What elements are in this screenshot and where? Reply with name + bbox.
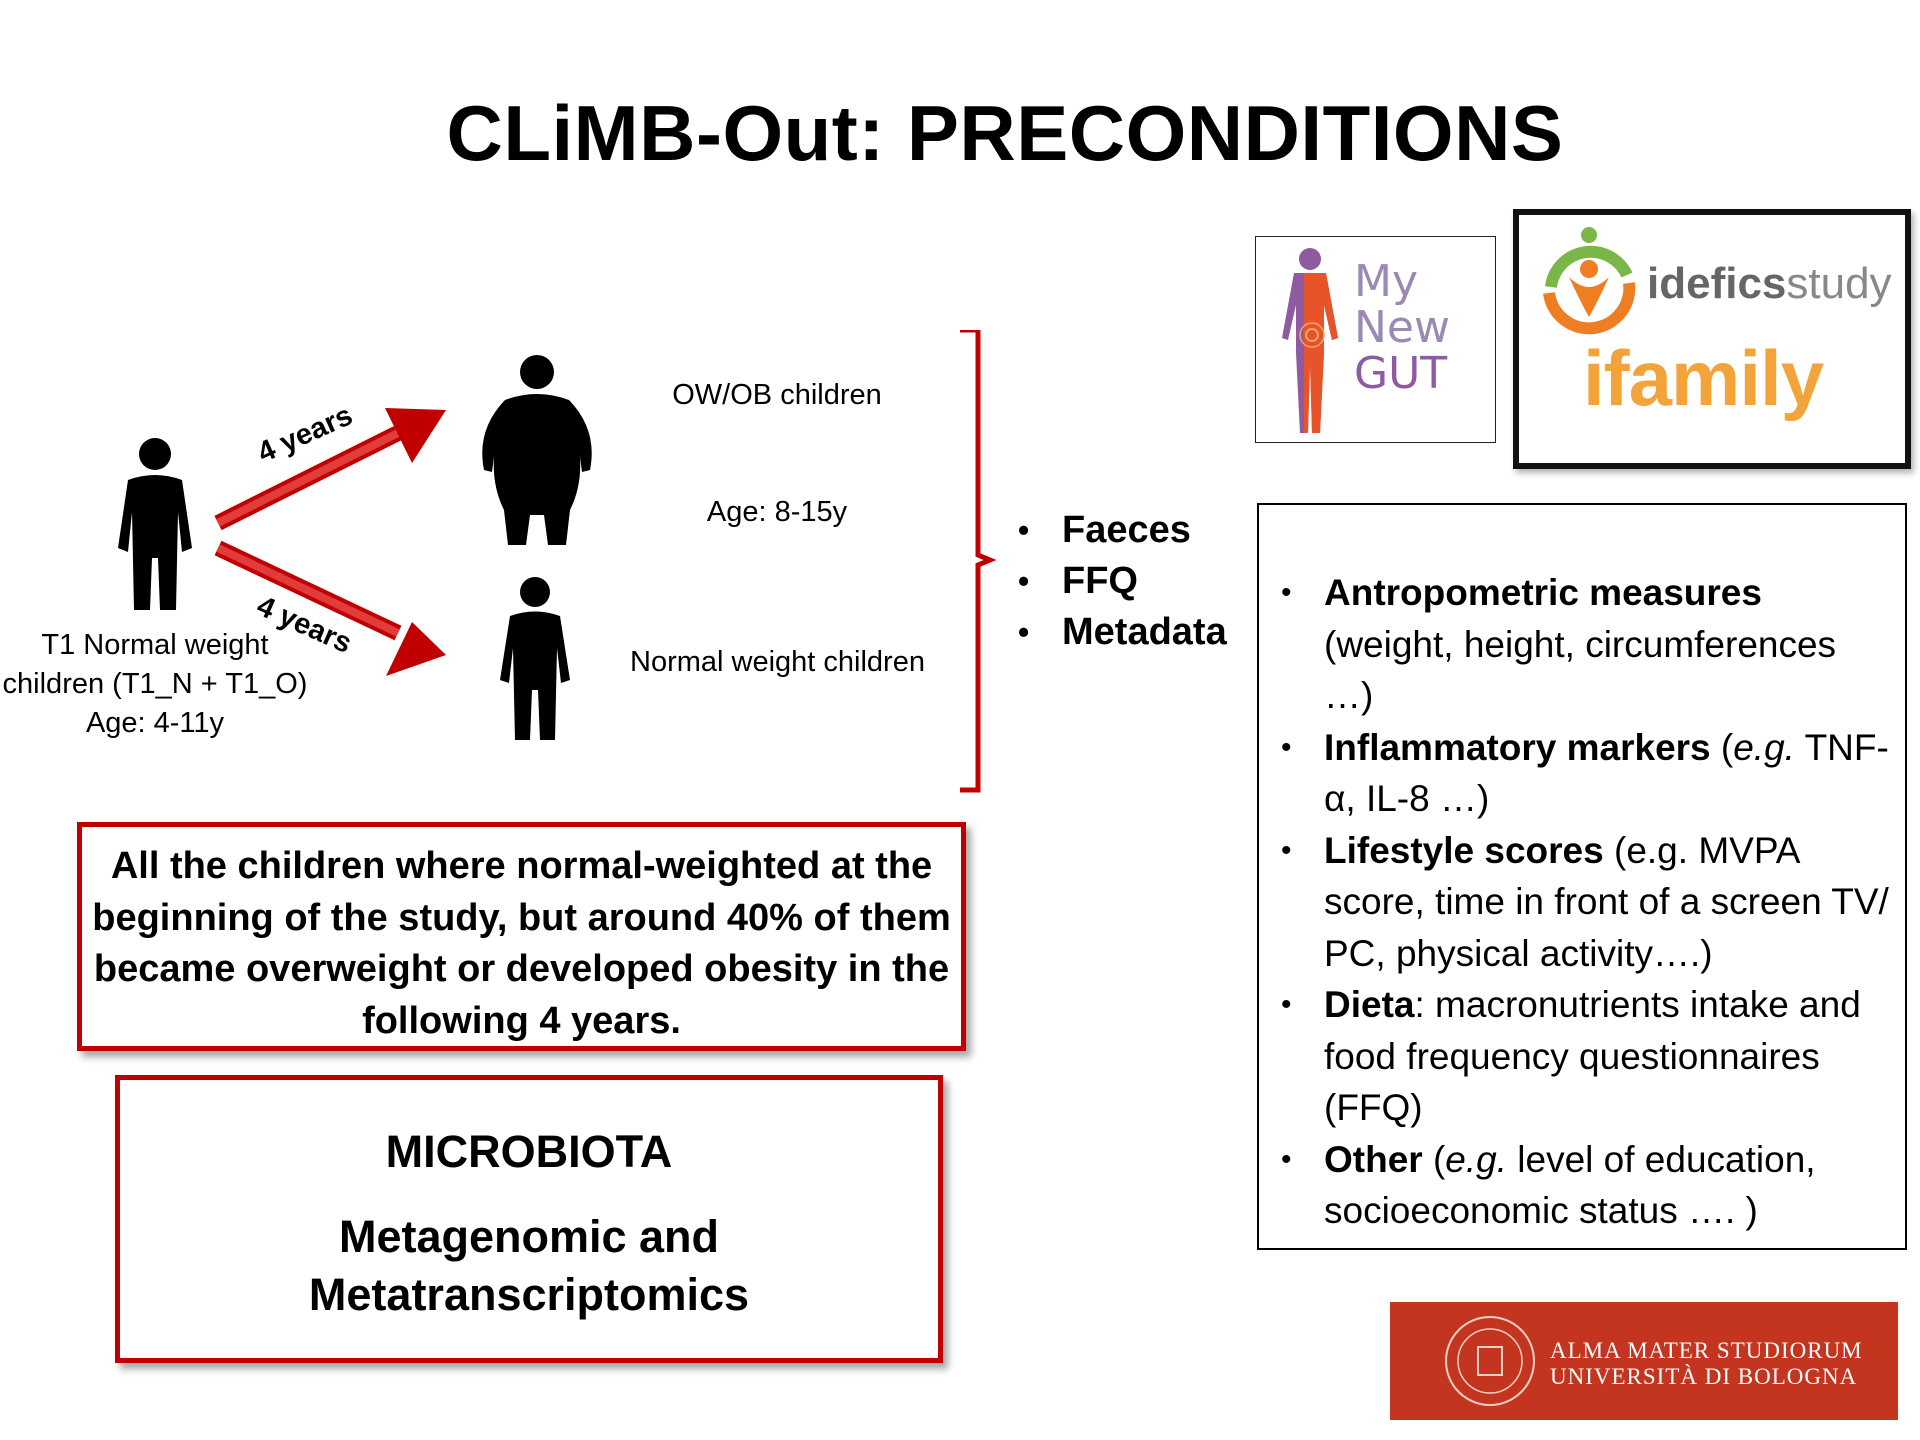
normal-child-icon bbox=[500, 577, 570, 740]
metadata-list: Antropometric measures (weight, height, … bbox=[1279, 567, 1889, 1237]
list-item: Faeces bbox=[1012, 505, 1227, 556]
t1-label: T1 Normal weight children (T1_N + T1_O) bbox=[2, 629, 308, 700]
list-item: FFQ bbox=[1012, 556, 1227, 607]
list-item: Other (e.g. level of education, socioeco… bbox=[1279, 1134, 1889, 1237]
microbiota-methods: Metagenomic and Metatranscriptomics bbox=[308, 1211, 750, 1320]
arrow-to-owob bbox=[214, 408, 446, 531]
summary-text: All the children where normal-weighted a… bbox=[92, 845, 951, 1042]
list-item: Dieta: macronutrients intake and food fr… bbox=[1279, 979, 1889, 1134]
idefics-wordmark: ideficsstudy bbox=[1647, 259, 1892, 308]
microbiota-box: MICROBIOTA Metagenomic and Metatranscrip… bbox=[115, 1075, 943, 1363]
unibo-text: ALMA MATER STUDIORUM UNIVERSITÀ DI BOLOG… bbox=[1550, 1338, 1863, 1389]
growth-diagram bbox=[118, 330, 997, 793]
page-title: CLiMB-Out: PRECONDITIONS bbox=[446, 89, 1564, 177]
metadata-box: Antropometric measures (weight, height, … bbox=[1257, 503, 1907, 1250]
list-item: Inflammatory markers (e.g. TNF-α, IL-8 …… bbox=[1279, 722, 1889, 825]
samples-list: Faeces FFQ Metadata bbox=[1012, 505, 1227, 658]
normal-weight-label: Normal weight children bbox=[630, 646, 925, 678]
list-item: Antropometric measures (weight, height, … bbox=[1279, 567, 1889, 722]
group-bracket bbox=[960, 330, 997, 793]
ifamily-wordmark: ifamily bbox=[1583, 334, 1824, 422]
arrow-to-normal bbox=[214, 540, 446, 676]
human-body-icon bbox=[1282, 248, 1338, 433]
list-item: Metadata bbox=[1012, 607, 1227, 658]
t1-age: Age: 4-11y bbox=[85, 707, 225, 739]
obese-child-icon bbox=[482, 355, 592, 545]
idefics-ifamily-logo: ideficsstudy ifamily bbox=[1513, 209, 1911, 469]
idefics-emblem-icon bbox=[1543, 227, 1636, 335]
summary-box: All the children where normal-weighted a… bbox=[77, 822, 966, 1051]
owob-label: OW/OB children bbox=[672, 379, 882, 411]
unibo-banner: ALMA MATER STUDIORUM UNIVERSITÀ DI BOLOG… bbox=[1390, 1302, 1898, 1420]
mynewgut-wordmark: My New GUT bbox=[1354, 256, 1450, 399]
mynewgut-logo: My New GUT bbox=[1255, 236, 1496, 443]
owob-age: Age: 8-15y bbox=[706, 496, 848, 528]
list-item: Lifestyle scores (e.g. MVPA score, time … bbox=[1279, 825, 1889, 980]
t1-child-icon bbox=[118, 438, 192, 610]
unibo-seal-icon bbox=[1445, 1316, 1535, 1406]
microbiota-heading: MICROBIOTA bbox=[385, 1126, 673, 1177]
